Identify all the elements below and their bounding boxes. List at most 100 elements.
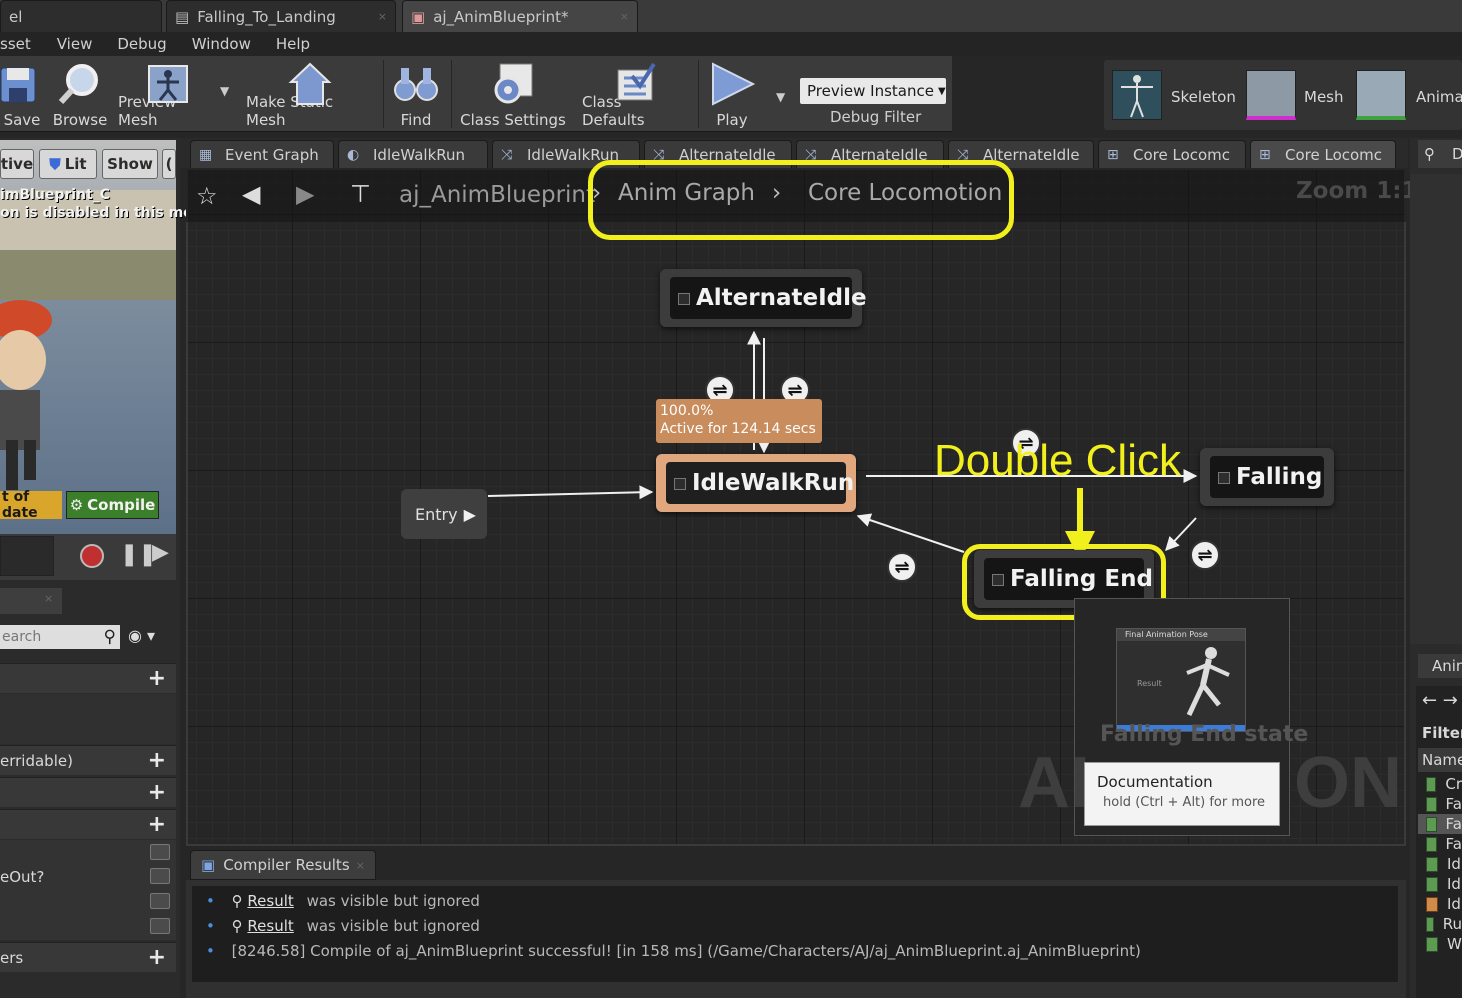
preview-instance-dropdown[interactable]: Preview Instance ▼ (800, 78, 946, 104)
doc-tab-falling-to-landing[interactable]: ▤ Falling_To_Landing × (166, 0, 396, 32)
record-icon[interactable] (80, 544, 104, 568)
state-node-idlewalkrun[interactable]: IdleWalkRun (656, 454, 856, 512)
transition-rule-icon[interactable] (1190, 540, 1220, 570)
perspective-button[interactable]: tive (0, 149, 34, 179)
chevron-down-icon[interactable]: ▼ (776, 90, 786, 104)
skeleton-mode-thumbnail[interactable] (1112, 70, 1162, 120)
close-icon[interactable]: × (619, 10, 629, 23)
asset-item[interactable]: Id (1426, 894, 1462, 914)
asset-item[interactable]: Fa (1426, 834, 1462, 854)
breadcrumb-anim-graph[interactable]: Anim Graph (618, 180, 755, 206)
details-overridable-row[interactable]: erridable)+ (0, 745, 176, 775)
state-node-falling[interactable]: Falling (1200, 448, 1334, 506)
entry-node[interactable]: Entry ▶ (401, 489, 487, 539)
star-icon[interactable]: ☆ (196, 182, 218, 210)
details-category-row[interactable]: + (0, 777, 176, 807)
add-icon[interactable]: + (147, 945, 166, 970)
details-tab[interactable]: × (0, 588, 62, 614)
class-defaults-button[interactable]: Class Defaults (582, 56, 688, 132)
details-category-row[interactable]: + (0, 663, 176, 693)
log-line: • ⚲ Result was visible but ignored (206, 917, 480, 935)
browse-button[interactable]: Browse (50, 56, 110, 132)
tab-core-locomotion[interactable]: ⊞Core Locomc (1098, 140, 1246, 168)
menu-window[interactable]: Window (191, 35, 251, 53)
asset-item[interactable]: Id (1426, 854, 1462, 874)
details-search-input[interactable]: earch ⚲ (0, 625, 120, 649)
right-tab[interactable] (1418, 140, 1462, 168)
pause-icon[interactable]: ❚❚ (120, 542, 157, 567)
breadcrumb-core-locomotion[interactable]: Core Locomotion (808, 180, 1003, 206)
back-arrow-icon[interactable]: ← → (1422, 690, 1458, 711)
asset-item[interactable]: Id (1426, 874, 1462, 894)
back-arrow-icon[interactable]: ◀ (242, 180, 261, 208)
doc-tab-prev[interactable]: el (0, 0, 162, 32)
compile-button[interactable]: ⚙ Compile (66, 491, 159, 519)
skeleton-mode-label[interactable]: Skeleton (1171, 88, 1236, 106)
tab-event-graph[interactable]: ▦Event Graph (190, 140, 334, 168)
asset-item[interactable]: Fa (1426, 794, 1462, 814)
step-forward-icon[interactable]: ▶ (152, 540, 169, 565)
result-link[interactable]: Result (247, 917, 294, 935)
add-icon[interactable]: + (147, 812, 166, 837)
close-icon[interactable]: × (377, 10, 387, 23)
details-category-row[interactable]: + (0, 809, 176, 839)
chevron-down-icon[interactable]: ▼ (220, 84, 230, 98)
checkbox[interactable] (150, 918, 170, 934)
animation-mode-thumbnail[interactable] (1356, 70, 1406, 120)
transition-rule-icon[interactable] (887, 552, 917, 582)
timeline-slot[interactable] (0, 536, 54, 576)
lit-button[interactable]: ⛊Lit (39, 149, 97, 179)
close-icon[interactable]: × (44, 592, 54, 605)
menu-debug[interactable]: Debug (117, 35, 167, 53)
name-column-header[interactable]: Name (1418, 748, 1462, 772)
add-icon[interactable]: + (147, 748, 166, 773)
compiler-results-tab[interactable]: ▣ Compiler Results × (190, 850, 376, 880)
checkbox[interactable] (150, 868, 170, 884)
anim-tab[interactable] (1418, 654, 1462, 678)
menu-asset[interactable]: sset (0, 35, 31, 53)
forward-arrow-icon[interactable]: ▶ (296, 180, 315, 208)
doc-tab-anim-blueprint[interactable]: ▣ aj_AnimBlueprint* × (402, 0, 638, 32)
tab-idlewalkrun[interactable]: ◐IdleWalkRun (338, 140, 488, 168)
add-icon[interactable]: + (147, 780, 166, 805)
menu-help[interactable]: Help (275, 35, 311, 53)
filters-label[interactable]: Filters (1422, 724, 1462, 742)
result-link[interactable]: Result (247, 892, 294, 910)
class-settings-button[interactable]: Class Settings (460, 56, 566, 132)
preview-viewport[interactable] (0, 140, 176, 534)
show-button[interactable]: Show (102, 149, 158, 179)
checkbox[interactable] (150, 893, 170, 909)
save-button[interactable]: Save (0, 56, 44, 132)
anim-asset-icon (1426, 936, 1438, 952)
mesh-mode-thumbnail[interactable] (1246, 70, 1296, 120)
animation-mode-label[interactable]: Anima (1416, 88, 1462, 106)
show-label: Show (107, 155, 153, 173)
add-icon[interactable]: + (147, 666, 166, 691)
state-node-alternateidle[interactable]: AlternateIdle (660, 269, 867, 327)
mesh-mode-label[interactable]: Mesh (1304, 88, 1344, 106)
close-icon[interactable]: × (355, 858, 365, 872)
preview-mesh-button[interactable]: Preview Mesh (118, 56, 218, 132)
details-category-row[interactable]: ers+ (0, 942, 176, 972)
breadcrumb-root[interactable]: aj_AnimBlueprint (399, 182, 596, 208)
asset-item[interactable]: W (1426, 934, 1462, 954)
checkbox[interactable] (150, 844, 170, 860)
exec-pin-icon[interactable]: ▶ (463, 504, 476, 524)
tab-core-locomotion[interactable]: ⊞Core Locomc (1250, 140, 1396, 168)
checklist-icon (617, 62, 656, 101)
asset-item[interactable]: Cr (1426, 774, 1462, 794)
play-button[interactable]: Play (704, 56, 760, 132)
right-tab-label[interactable]: D (1452, 145, 1462, 163)
asset-item-selected[interactable]: Fa (1418, 814, 1462, 834)
anim-tab-label[interactable]: Anin (1432, 657, 1462, 675)
asset-item[interactable]: Ru (1426, 914, 1462, 934)
find-button[interactable]: Find (390, 56, 442, 132)
menu-view[interactable]: View (56, 35, 93, 53)
eye-icon[interactable]: ◉ ▾ (128, 626, 156, 645)
pose-progress-bar (1117, 725, 1245, 731)
viewport-option-button[interactable]: ( (162, 149, 176, 179)
make-static-mesh-button[interactable]: Make Static Mesh (246, 56, 374, 132)
perspective-label: tive (0, 155, 34, 173)
tab-alternateidle[interactable]: ⤨AlternateIdle (948, 140, 1094, 168)
transition-rule-icon[interactable] (1011, 428, 1041, 458)
